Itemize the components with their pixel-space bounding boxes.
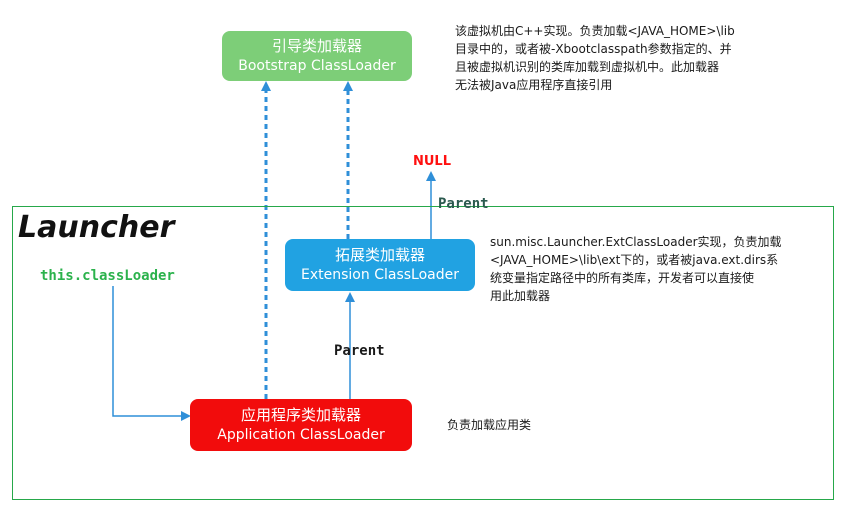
application-description: 负责加载应用类 bbox=[447, 418, 532, 432]
extension-classloader-box: 拓展类加载器 Extension ClassLoader bbox=[285, 239, 475, 291]
launcher-title: Launcher bbox=[18, 210, 175, 245]
extension-description: sun.misc.Launcher.ExtClassLoader实现，负责加载 … bbox=[490, 235, 782, 303]
bootstrap-classloader-box: 引导类加载器 Bootstrap ClassLoader bbox=[222, 31, 412, 81]
classloader-arrow bbox=[112, 286, 191, 421]
application-name-cn: 应用程序类加载器 bbox=[240, 406, 361, 424]
bootstrap-name-en: Bootstrap ClassLoader bbox=[238, 58, 396, 74]
parent-label-upper: Parent bbox=[438, 196, 489, 212]
launcher-frame bbox=[12, 206, 834, 500]
null-label: NULL bbox=[413, 154, 452, 169]
extension-name-en: Extension ClassLoader bbox=[301, 267, 459, 283]
bootstrap-name-cn: 引导类加载器 bbox=[271, 37, 362, 55]
application-name-en: Application ClassLoader bbox=[217, 427, 385, 443]
application-classloader-box: 应用程序类加载器 Application ClassLoader bbox=[190, 399, 412, 451]
bootstrap-description: 该虚拟机由C++实现。负责加载<JAVA_HOME>\lib 目录中的，或者被-… bbox=[455, 24, 735, 92]
parent-label-lower: Parent bbox=[334, 343, 385, 359]
extension-name-cn: 拓展类加载器 bbox=[334, 246, 425, 264]
this-classloader-label: this.classLoader bbox=[40, 268, 175, 284]
